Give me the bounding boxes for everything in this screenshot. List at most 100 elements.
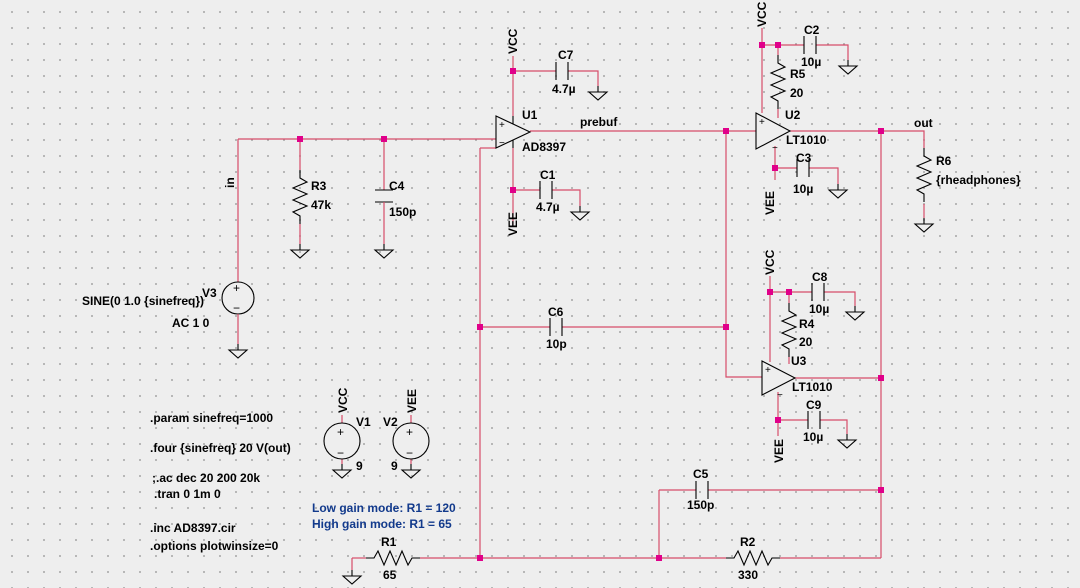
svg-text:+: + [759,117,765,128]
capacitor-c8[interactable]: C8 10µ [809,270,829,316]
net-label-vcc-u3[interactable]: VCC [763,249,777,275]
c7-value: 4.7µ [552,82,576,96]
schematic-comments[interactable]: Low gain mode: R1 = 120 High gain mode: … [312,501,456,531]
svg-text:+: + [499,120,505,131]
c6-ref: C6 [548,305,564,319]
ground-symbol [401,463,421,479]
capacitor-c5[interactable]: C5 150p [687,467,714,512]
resistor-r6[interactable]: R6 {rheadphones} [916,147,1021,203]
directive-tran: .tran 0 1m 0 [154,487,221,501]
c2-ref: C2 [804,23,820,37]
net-label-vcc-v1[interactable]: VCC [336,387,350,413]
net-label-vee-u1[interactable]: VEE [506,212,520,236]
capacitor-c6[interactable]: C6 10p [546,305,567,351]
c7-ref: C7 [558,48,574,62]
directive-param: .param sinefreq=1000 [150,411,273,425]
u2-model: LT1010 [786,133,827,147]
directive-four: .four {sinefreq} 20 V(out) [150,441,291,455]
ground-symbol [837,433,857,449]
capacitor-c1[interactable]: C1 4.7µ [536,168,560,214]
voltage-source-v3[interactable]: + − V3 SINE(0 1.0 {sinefreq}) AC 1 0 [82,281,255,344]
r5-ref: R5 [790,67,806,81]
v1-value: 9 [356,459,363,473]
ground-symbol [914,217,934,233]
capacitor-c2[interactable]: C2 10µ [801,23,821,69]
c4-value: 150p [389,205,416,219]
r6-ref: R6 [936,154,952,168]
r3-ref: R3 [311,179,327,193]
svg-text:−: − [337,446,344,460]
net-label-prebuf[interactable]: prebuf [580,115,618,129]
net-label-in[interactable]: in [223,177,237,188]
ground-symbol [342,569,362,585]
ground-symbol [374,243,394,259]
svg-text:−: − [777,390,783,401]
resistor-r2[interactable]: R2 330 [725,535,781,582]
svg-text:−: − [406,446,413,460]
c6-value: 10p [546,337,567,351]
resistor-r5[interactable]: R5 20 [770,54,806,110]
net-label-vee-u2[interactable]: VEE [763,191,777,215]
c2-value: 10µ [801,55,821,69]
ground-symbol [290,243,310,259]
r3-value: 47k [311,198,331,212]
voltage-source-v1[interactable]: + − V1 9 [323,415,371,473]
r4-ref: R4 [799,317,815,331]
resistor-r1[interactable]: R1 65 [365,535,421,582]
c4-ref: C4 [389,179,405,193]
capacitor-c9[interactable]: C9 10µ [803,398,823,444]
r5-value: 20 [790,86,804,100]
v3-function: SINE(0 1.0 {sinefreq}) [82,294,204,308]
r6-value: {rheadphones} [936,173,1021,187]
u3-ref: U3 [791,354,807,368]
net-label-out[interactable]: out [914,116,933,130]
voltage-source-v2[interactable]: + − V2 9 [383,415,430,473]
r4-value: 20 [799,335,813,349]
c3-value: 10µ [793,182,813,196]
ground-symbol [588,85,608,101]
comment-high-gain: High gain mode: R1 = 65 [312,517,452,531]
net-labels: VCC VEE VCC VEE VCC VEE VCC VEE in prebu… [223,1,933,463]
c9-value: 10µ [803,430,823,444]
v2-value: 9 [391,459,398,473]
c8-value: 10µ [809,302,829,316]
svg-text:+: + [765,365,771,376]
directive-ac: ;.ac dec 20 200 20k [152,471,260,485]
resistor-r3[interactable]: R3 47k [292,169,331,244]
net-label-vcc-u2[interactable]: VCC [755,1,769,27]
c5-value: 150p [687,498,714,512]
ground-symbol [228,343,248,359]
c8-ref: C8 [812,270,828,284]
r1-ref: R1 [381,535,397,549]
u2-ref: U2 [785,108,801,122]
svg-text:+: + [337,425,344,439]
r1-value: 65 [383,568,397,582]
net-label-vee-v2[interactable]: VEE [405,389,419,413]
ground-symbol [838,59,858,75]
net-label-vcc-u1[interactable]: VCC [506,28,520,54]
junctions [297,42,884,561]
resistor-r4[interactable]: R4 20 [781,302,815,358]
c3-ref: C3 [796,151,812,165]
capacitor-c4[interactable]: C4 150p [375,179,416,244]
v3-ref: V3 [202,286,217,300]
spice-directives[interactable]: .param sinefreq=1000 .four {sinefreq} 20… [150,411,291,553]
comment-low-gain: Low gain mode: R1 = 120 [312,501,456,515]
directive-inc: .inc AD8397.cir [150,521,236,535]
capacitor-c7[interactable]: C7 4.7µ [552,48,576,96]
c1-ref: C1 [540,168,556,182]
wires [237,28,925,570]
ground-symbol [828,183,848,199]
ground-symbol [845,305,865,321]
buffer-u2[interactable]: + − U2 LT1010 [755,108,827,154]
opamp-u1[interactable]: + − U1 AD8397 [495,108,566,154]
buffer-u3[interactable]: + − U3 LT1010 [761,354,833,401]
capacitor-c3[interactable]: C3 10µ [793,151,813,196]
svg-text:+: + [233,281,240,295]
net-label-vee-u3[interactable]: VEE [772,439,786,463]
svg-text:−: − [233,301,240,315]
ground-symbol [570,205,590,221]
directive-options: .options plotwinsize=0 [150,539,279,553]
svg-text:−: − [499,138,505,149]
